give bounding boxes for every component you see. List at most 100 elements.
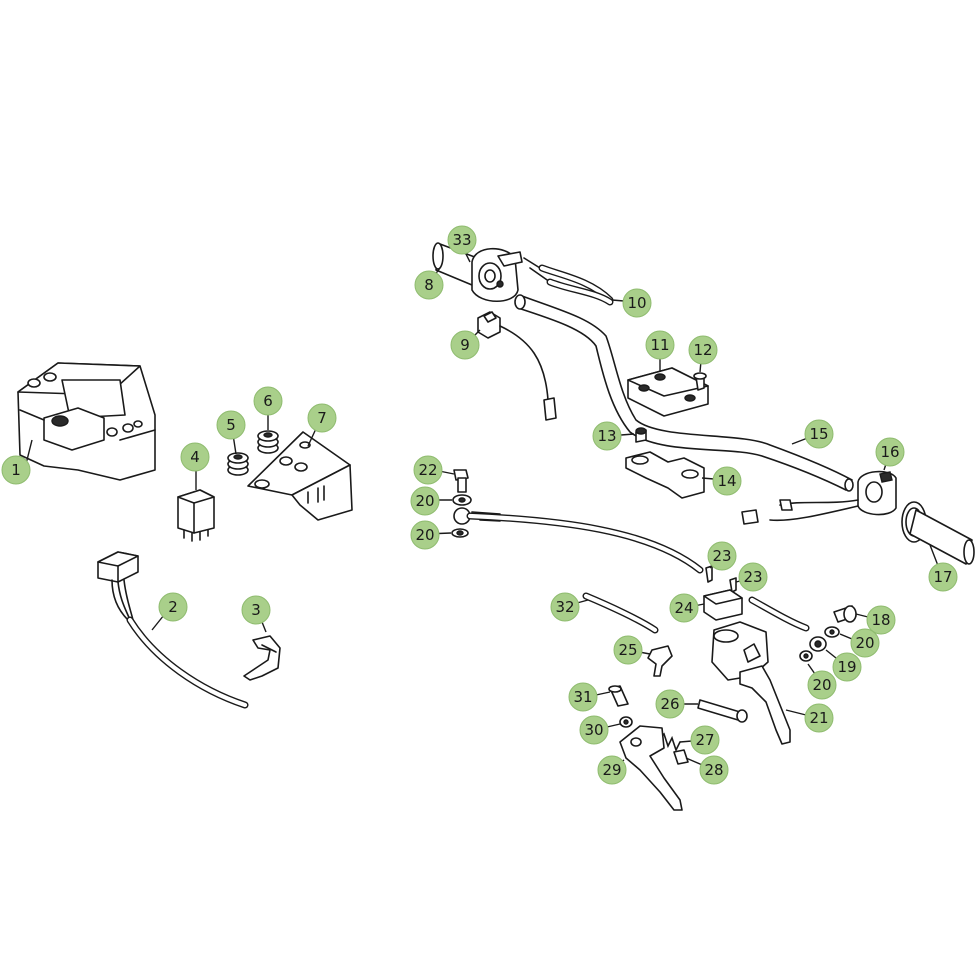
cable-bracket	[647, 645, 673, 677]
callout-17: 17	[928, 562, 958, 592]
callout-8: 8	[414, 270, 444, 300]
callout-20-right-lower: 20	[807, 670, 837, 700]
callout-label: 18	[871, 611, 890, 629]
callout-23-left: 23	[707, 541, 737, 571]
callout-30: 30	[579, 715, 609, 745]
washer-lower-left	[451, 528, 469, 538]
callout-label: 22	[418, 461, 437, 479]
callout-label: 8	[424, 276, 434, 294]
callout-label: 4	[190, 448, 200, 466]
banjo-bolt-22	[453, 469, 469, 493]
callout-20-left-lower: 20	[410, 520, 440, 550]
callout-15: 15	[804, 419, 834, 449]
callout-4: 4	[180, 442, 210, 472]
callout-14: 14	[712, 466, 742, 496]
callout-28: 28	[699, 755, 729, 785]
bolt-13	[635, 427, 647, 443]
callout-label: 33	[452, 231, 471, 249]
callout-label: 20	[415, 526, 434, 544]
rubber-damper-6	[257, 430, 279, 454]
callout-29: 29	[597, 755, 627, 785]
handlebar-clamp-upper	[627, 367, 709, 417]
callout-26: 26	[655, 689, 685, 719]
callout-label: 31	[573, 688, 592, 706]
callout-1: 1	[1, 455, 31, 485]
washer-right-upper	[824, 626, 840, 638]
callout-2: 2	[158, 592, 188, 622]
reservoir-cap	[703, 589, 743, 621]
callout-label: 30	[584, 721, 603, 739]
relay	[177, 489, 215, 542]
callout-label: 10	[627, 294, 646, 312]
callout-label: 29	[602, 761, 621, 779]
dashboard-display	[17, 362, 156, 481]
callout-label: 7	[317, 409, 327, 427]
callout-label: 26	[660, 695, 679, 713]
washer-right-lower	[799, 650, 813, 662]
callout-24: 24	[669, 593, 699, 623]
callout-label: 23	[712, 547, 731, 565]
callout-label: 11	[650, 336, 669, 354]
callout-label: 6	[263, 392, 273, 410]
callout-20-right-upper: 20	[850, 628, 880, 658]
brake-lever	[739, 665, 791, 745]
screw-23-right	[729, 577, 737, 593]
callout-label: 24	[674, 599, 693, 617]
callout-label: 9	[460, 336, 470, 354]
left-grip	[901, 501, 975, 565]
callout-label: 27	[695, 731, 714, 749]
callout-31: 31	[568, 682, 598, 712]
callout-7: 7	[307, 403, 337, 433]
callout-label: 5	[226, 416, 236, 434]
wiring-harness	[97, 551, 249, 709]
callout-9: 9	[450, 330, 480, 360]
callout-label: 32	[555, 598, 574, 616]
callout-25: 25	[613, 635, 643, 665]
screw-23-left	[705, 565, 713, 583]
callout-label: 2	[168, 598, 178, 616]
callout-label: 14	[717, 472, 736, 490]
washer-upper-left	[452, 494, 472, 506]
callout-label: 28	[704, 761, 723, 779]
callout-label: 15	[809, 425, 828, 443]
callout-32: 32	[550, 592, 580, 622]
rubber-damper-5	[227, 452, 249, 476]
mounting-bracket	[247, 431, 353, 521]
handlebar	[514, 294, 854, 492]
callout-label: 20	[415, 492, 434, 510]
throttle-housing	[471, 247, 523, 302]
callout-19: 19	[832, 652, 862, 682]
callout-3: 3	[241, 595, 271, 625]
adjuster	[673, 749, 689, 765]
callout-12: 12	[688, 335, 718, 365]
callout-label: 16	[880, 443, 899, 461]
callout-18: 18	[866, 605, 896, 635]
harness-clip	[243, 635, 281, 681]
callout-10: 10	[622, 288, 652, 318]
clutch-lever	[619, 725, 683, 811]
callout-23-right: 23	[738, 562, 768, 592]
callout-label: 23	[743, 568, 762, 586]
nut-30	[619, 716, 633, 728]
callout-5: 5	[216, 410, 246, 440]
throttle-cables	[523, 257, 614, 306]
callout-13: 13	[592, 421, 622, 451]
callout-label: 12	[693, 341, 712, 359]
bolt-12	[693, 372, 707, 391]
callout-label: 3	[251, 601, 261, 619]
callout-33: 33	[447, 225, 477, 255]
callout-label: 17	[933, 568, 952, 586]
callout-label: 25	[618, 641, 637, 659]
brake-hose	[453, 507, 704, 574]
callout-label: 20	[855, 634, 874, 652]
callout-label: 20	[812, 676, 831, 694]
callout-11: 11	[645, 330, 675, 360]
callout-22: 22	[413, 455, 443, 485]
callout-label: 19	[837, 658, 856, 676]
callout-20-left-upper: 20	[410, 486, 440, 516]
pivot-pin	[697, 699, 748, 723]
callout-label: 21	[809, 709, 828, 727]
callout-21: 21	[804, 703, 834, 733]
callout-label: 13	[597, 427, 616, 445]
